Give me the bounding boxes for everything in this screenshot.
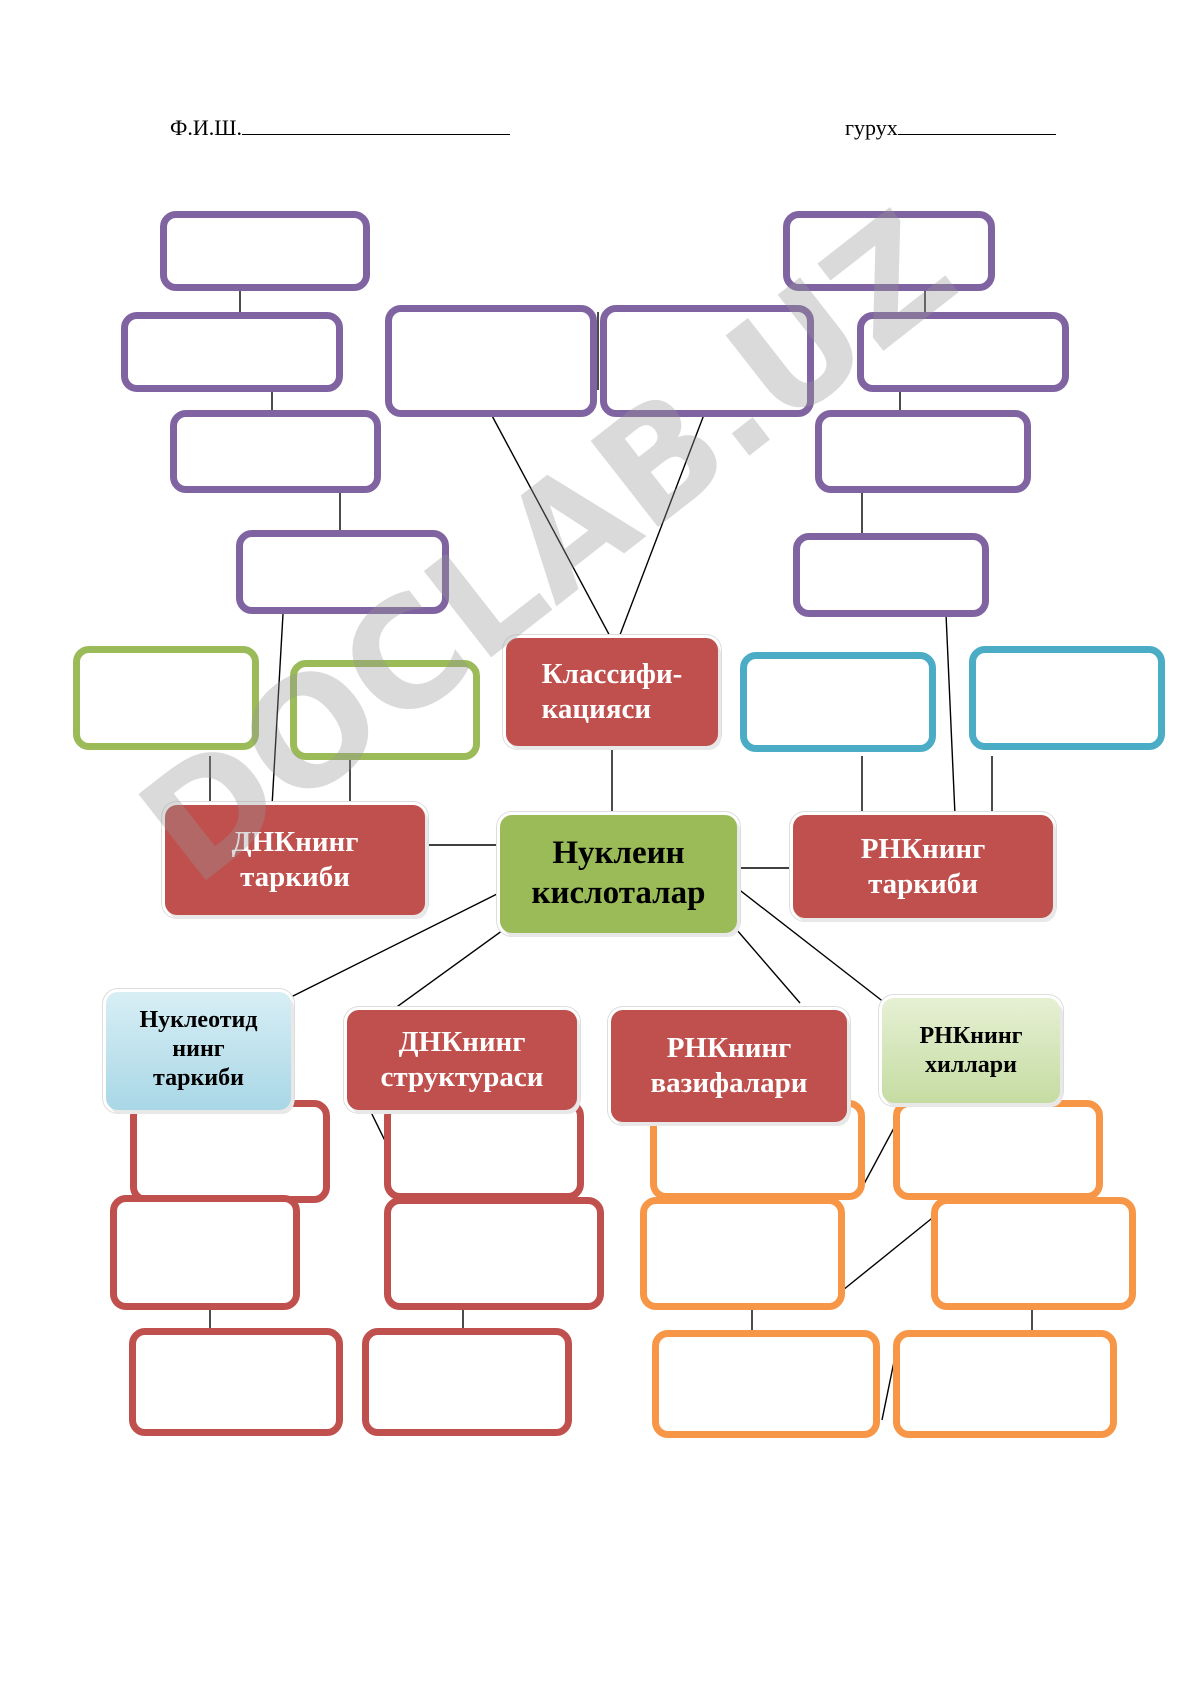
empty-box-purple-r4[interactable] bbox=[793, 533, 989, 617]
empty-box-green-1[interactable] bbox=[73, 646, 259, 750]
empty-box-orange-4[interactable] bbox=[931, 1197, 1136, 1310]
group-field[interactable]: гурух bbox=[845, 114, 1056, 141]
classification-node: Классифи- кацияси bbox=[506, 638, 718, 746]
empty-box-purple-c1[interactable] bbox=[385, 305, 597, 417]
group-underline[interactable] bbox=[897, 114, 1056, 135]
classification-label: Классифи- кацияси bbox=[541, 658, 683, 725]
empty-box-red-2[interactable] bbox=[110, 1195, 300, 1310]
empty-box-purple-l1[interactable] bbox=[160, 211, 370, 291]
empty-box-red-3[interactable] bbox=[129, 1328, 343, 1436]
empty-box-red-6[interactable] bbox=[362, 1328, 572, 1436]
dna-structure-label: ДНКнинг структураси bbox=[380, 1026, 544, 1093]
empty-box-blue-2[interactable] bbox=[969, 646, 1165, 750]
nucleotide-composition-node: Нуклеотид нинг таркиби bbox=[106, 992, 291, 1110]
dna-composition-label: ДНКнинг таркиби bbox=[231, 826, 359, 893]
empty-box-orange-2[interactable] bbox=[893, 1100, 1103, 1200]
group-label: гурух bbox=[845, 115, 898, 140]
rna-functions-label: РНКнинг вазифалари bbox=[650, 1032, 808, 1099]
empty-box-purple-c2[interactable] bbox=[600, 305, 814, 417]
name-field[interactable]: Ф.И.Ш. bbox=[170, 114, 510, 141]
empty-box-orange-3[interactable] bbox=[640, 1197, 845, 1310]
rna-functions-node: РНКнинг вазифалари bbox=[611, 1010, 847, 1122]
empty-box-purple-r2[interactable] bbox=[857, 312, 1069, 392]
empty-box-purple-r1[interactable] bbox=[783, 211, 995, 291]
empty-box-red-1[interactable] bbox=[130, 1100, 330, 1203]
dna-structure-node: ДНКнинг структураси bbox=[347, 1010, 577, 1110]
empty-box-purple-l3[interactable] bbox=[170, 410, 381, 493]
empty-box-blue-1[interactable] bbox=[740, 652, 936, 752]
nucleotide-composition-label: Нуклеотид нинг таркиби bbox=[139, 1007, 258, 1091]
dna-composition-node: ДНКнинг таркиби bbox=[165, 805, 425, 915]
rna-composition-node: РНКнинг таркиби bbox=[793, 815, 1053, 918]
nucleic-acids-node: Нуклеин кислоталар bbox=[500, 815, 737, 933]
nucleic-acids-label: Нуклеин кислоталар bbox=[531, 835, 706, 911]
rna-composition-label: РНКнинг таркиби bbox=[860, 832, 986, 900]
empty-box-orange-6[interactable] bbox=[893, 1330, 1117, 1438]
empty-box-red-4[interactable] bbox=[384, 1100, 584, 1200]
name-label: Ф.И.Ш. bbox=[170, 115, 242, 140]
empty-box-orange-5[interactable] bbox=[652, 1330, 880, 1438]
empty-box-purple-l4[interactable] bbox=[236, 530, 449, 614]
empty-box-purple-l2[interactable] bbox=[121, 312, 343, 392]
empty-box-green-2[interactable] bbox=[290, 660, 480, 760]
rna-types-node: РНКнинг хиллари bbox=[882, 998, 1060, 1103]
empty-box-red-5[interactable] bbox=[384, 1197, 604, 1310]
name-underline[interactable] bbox=[241, 114, 510, 135]
empty-box-purple-r3[interactable] bbox=[815, 410, 1031, 493]
rna-types-label: РНКнинг хиллари bbox=[919, 1022, 1023, 1078]
